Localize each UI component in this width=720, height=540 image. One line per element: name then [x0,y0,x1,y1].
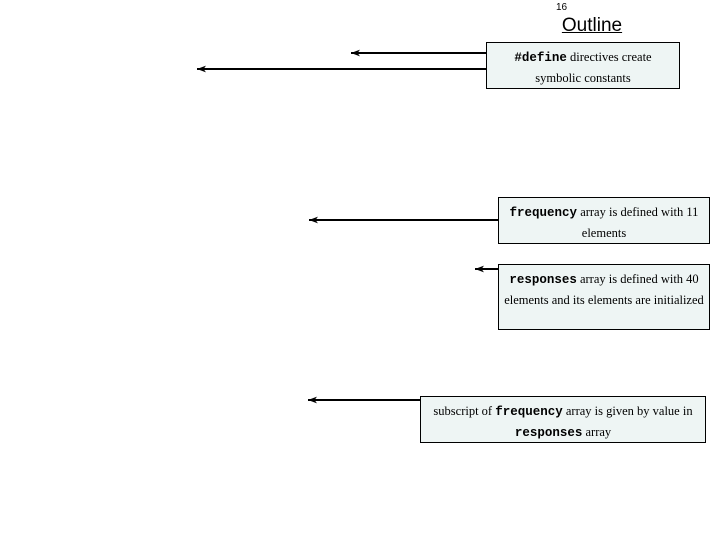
page-number: 16 [556,2,568,13]
callout-define: #define directives create symbolic const… [486,42,680,89]
callout-subscript-text-after: array [582,425,612,439]
code-term-frequency: frequency [509,206,578,220]
callout-subscript-text-before: subscript of [433,404,496,418]
code-term-responses: responses [509,273,577,287]
page-title: Outline [561,15,623,36]
code-term-define: #define [514,51,567,65]
callout-define-text: directives create symbolic constants [535,50,652,85]
callout-subscript: subscript of frequency array is given by… [420,396,706,443]
code-term-responses-2: responses [514,426,583,440]
callout-subscript-text-middle: array is given by value in [562,404,693,418]
callout-responses: responses array is defined with 40 eleme… [498,264,710,330]
callout-frequency-text: array is defined with 11 elements [577,205,699,240]
callout-responses-text: array is defined with 40 elements and it… [504,272,704,307]
code-term-frequency-2: frequency [495,405,563,419]
callout-frequency: frequency array is defined with 11 eleme… [498,197,710,244]
